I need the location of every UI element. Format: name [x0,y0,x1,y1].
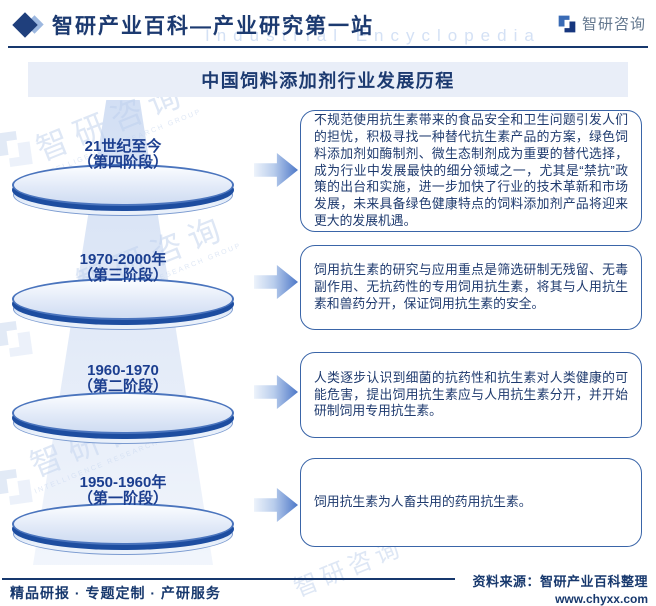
arrow-right-icon [254,153,298,187]
page-title: 智研产业百科—产业研究第一站 [52,15,374,38]
arrow-right-icon [254,375,298,409]
stage-description: 人类逐步认识到细菌的抗药性和抗生素对人类健康的可能危害，提出饲用抗生素应与人用抗… [314,369,628,419]
stage-description-box-2: 人类逐步认识到细菌的抗药性和抗生素对人类健康的可能危害，提出饲用抗生素应与人用抗… [300,352,642,438]
banner: 中国饲料添加剂行业发展历程 [28,62,628,97]
stage-label-2: 1960-1970 （第二阶段） [12,363,234,395]
stage-disk-3 [12,278,234,332]
zhiyan-logo-icon [558,15,576,32]
stage-label-1: 1950-1960年 （第一阶段） [12,475,234,507]
stage-phase: （第二阶段） [77,378,168,395]
stage-description-box-4: 不规范使用抗生素带来的食品安全和卫生问题引发人们的担忧，积极寻找一种替代抗生素产… [300,110,642,232]
banner-title: 中国饲料添加剂行业发展历程 [201,70,455,91]
stage-label-4: 21世纪至今 （第四阶段） [12,139,234,171]
data-source: 资料来源：智研产业百科整理 [472,574,648,589]
footer-services: 精品研报 · 专题定制 · 产研服务 [10,585,221,601]
brand-name: 智研咨询 [581,16,646,33]
disk-face [12,278,234,320]
stage-period: 1970-2000年 [79,251,167,268]
stage-disk-4 [12,164,234,218]
stage-description: 饲用抗生素的研究与应用重点是筛选研制无残留、无毒副作用、无抗药性的专用饲用抗生素… [314,262,628,311]
header-divider [8,46,648,48]
stage-label-3: 1970-2000年 （第三阶段） [12,252,234,284]
stage-disk-2 [12,392,234,446]
stage-period: 21世纪至今 [84,138,162,155]
arrow-right-icon [254,488,298,522]
stage-period: 1950-1960年 [79,474,167,491]
stage-phase: （第四阶段） [77,154,168,171]
stage-period: 1960-1970 [87,362,159,379]
stage-phase: （第一阶段） [77,490,168,507]
disk-face [12,392,234,434]
stage-phase: （第三阶段） [77,267,168,284]
diamond-icon [12,12,48,39]
website-link: www.chyxx.com [555,592,648,606]
stage-description: 饲用抗生素为人畜共用的药用抗生素。 [314,494,532,510]
footer-divider [2,578,455,580]
stage-disk-1 [12,503,234,557]
footer-source-block: 资料来源：智研产业百科整理 www.chyxx.com [472,571,648,606]
stage-description-box-3: 饲用抗生素的研究与应用重点是筛选研制无残留、无毒副作用、无抗药性的专用饲用抗生素… [300,245,642,330]
header: Industrial Encyclopedia 智研产业百科—产业研究第一站 智… [0,0,656,48]
disk-face [12,503,234,545]
header-watermark: Industrial Encyclopedia [205,26,541,45]
disk-face [12,164,234,206]
brand-logo: 智研咨询 [557,13,646,34]
stage-description: 不规范使用抗生素带来的食品安全和卫生问题引发人们的担忧，积极寻找一种替代抗生素产… [314,111,628,229]
stage-description-box-1: 饲用抗生素为人畜共用的药用抗生素。 [300,458,642,547]
arrow-right-icon [254,265,298,299]
